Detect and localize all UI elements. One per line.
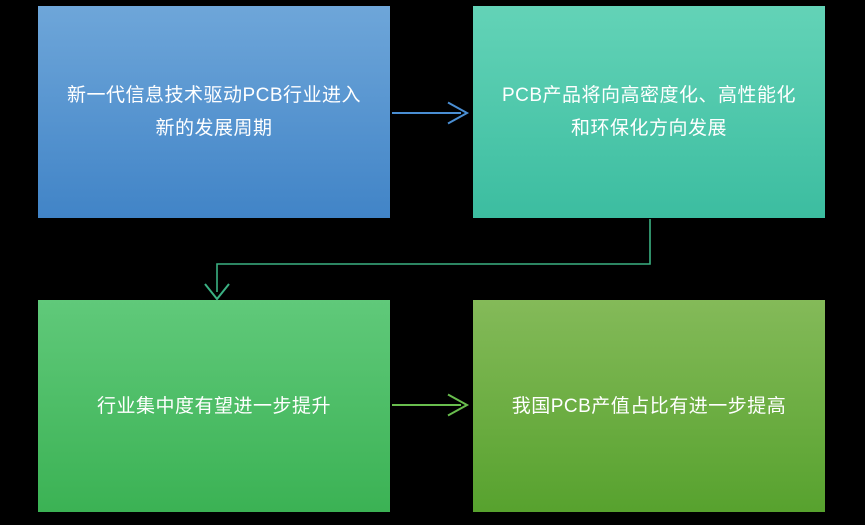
flow-box-1: 新一代信息技术驱动PCB行业进入 新的发展周期 bbox=[38, 6, 390, 218]
flow-box-1-line-2: 新的发展周期 bbox=[155, 118, 273, 139]
flow-box-1-text: 新一代信息技术驱动PCB行业进入 新的发展周期 bbox=[53, 79, 375, 145]
arrow-box1-to-box2 bbox=[392, 101, 470, 125]
flow-box-2-line-1: PCB产品将向高密度化、高性能化 bbox=[501, 85, 797, 106]
flow-box-2-text: PCB产品将向高密度化、高性能化 和环保化方向发展 bbox=[488, 79, 810, 145]
flow-box-3-line-1: 行业集中度有望进一步提升 bbox=[96, 395, 331, 417]
flow-box-2-line-2: 和环保化方向发展 bbox=[570, 118, 727, 139]
flow-box-1-line-1: 新一代信息技术驱动PCB行业进入 bbox=[66, 85, 362, 106]
flow-box-4: 我国PCB产值占比有进一步提高 bbox=[473, 300, 825, 512]
arrow-box3-to-box4 bbox=[392, 393, 470, 417]
flow-box-3: 行业集中度有望进一步提升 bbox=[38, 300, 390, 512]
flow-box-4-text: 我国PCB产值占比有进一步提高 bbox=[498, 390, 801, 423]
flow-box-4-line-1: 我国PCB产值占比有进一步提高 bbox=[511, 395, 787, 417]
elbow-arrow-box2-to-box3 bbox=[204, 219, 651, 301]
flow-box-2: PCB产品将向高密度化、高性能化 和环保化方向发展 bbox=[473, 6, 825, 218]
flow-box-3-text: 行业集中度有望进一步提升 bbox=[83, 390, 345, 423]
